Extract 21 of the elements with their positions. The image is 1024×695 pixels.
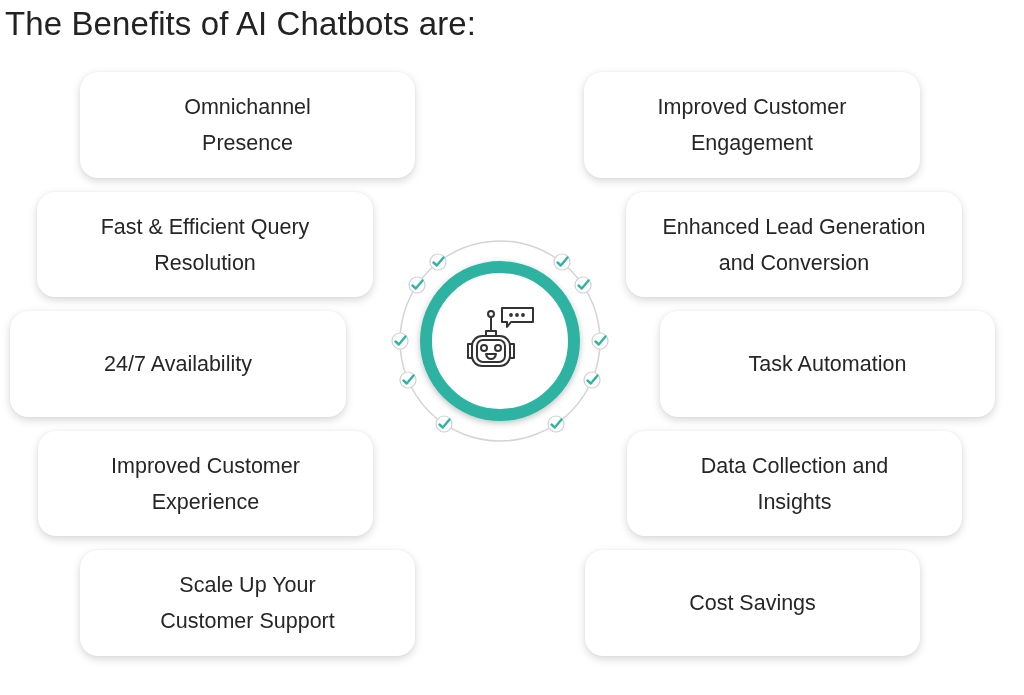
benefit-card — [585, 550, 920, 656]
benefit-card — [584, 72, 920, 178]
benefit-label: Improved Customer Experience — [110, 452, 301, 516]
benefit-card — [80, 72, 415, 178]
benefit-card — [626, 192, 962, 297]
benefit-card — [80, 550, 415, 656]
benefit-label: 24/7 Availability — [104, 351, 252, 378]
diagram-title: The Benefits of AI Chatbots are: — [5, 5, 476, 43]
benefit-label: Enhanced Lead Generation and Conversion — [661, 213, 927, 277]
benefit-label: Scale Up Your Customer Support — [159, 572, 336, 635]
benefit-card — [627, 431, 962, 536]
benefit-label: Improved Customer Engagement — [656, 94, 848, 157]
benefit-label: Data Collection and Insights — [699, 452, 890, 516]
benefit-card — [10, 311, 346, 417]
benefit-card — [660, 311, 995, 417]
benefit-card — [37, 192, 373, 297]
benefit-label: Fast & Efficient Query Resolution — [99, 213, 311, 277]
benefit-card — [38, 431, 373, 536]
benefit-label: Task Automation — [748, 351, 907, 378]
benefit-label: Cost Savings — [689, 590, 816, 617]
benefit-label: Omnichannel Presence — [183, 94, 312, 157]
